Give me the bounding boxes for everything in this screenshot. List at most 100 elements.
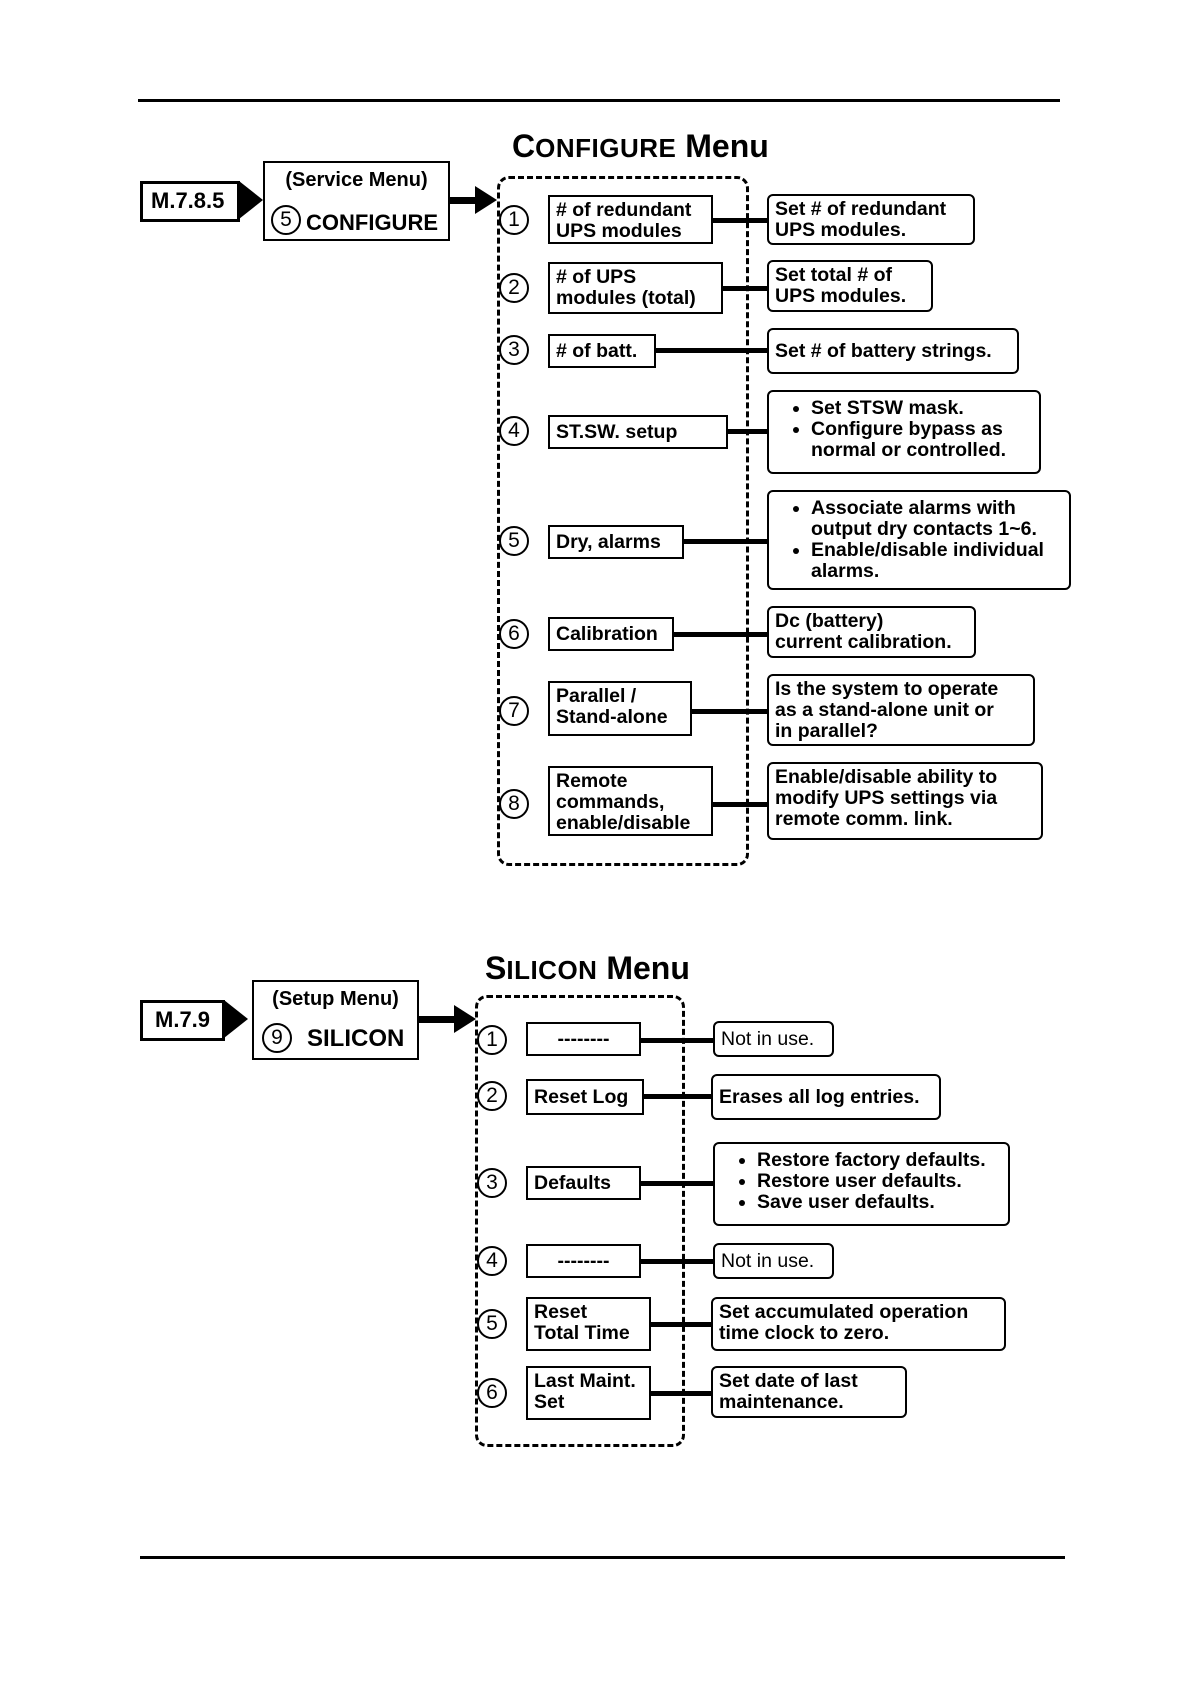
connector-line xyxy=(684,539,767,544)
silicon-options-group xyxy=(475,995,685,1447)
setup-menu-box: (Setup Menu) 9 SILICON xyxy=(252,980,419,1060)
option-description-box: Dc (battery)current calibration. xyxy=(767,606,976,658)
option-label-line: UPS modules xyxy=(556,220,682,242)
step-number-circle: 4 xyxy=(499,416,529,446)
option-label-line: Dry, alarms xyxy=(556,530,661,553)
menu-option-box[interactable]: -------- xyxy=(526,1244,641,1278)
description-bullet: Configure bypass as normal or controlled… xyxy=(811,419,1033,461)
silicon-label: SILICON xyxy=(307,1025,405,1052)
option-label-line: Remote xyxy=(556,770,628,792)
option-label-line: Defaults xyxy=(534,1171,611,1194)
description-bullet: Associate alarms with output dry contact… xyxy=(811,498,1063,540)
description-bullet: Set STSW mask. xyxy=(811,398,1033,419)
step-number-circle: 3 xyxy=(499,335,529,365)
arrow-right-icon xyxy=(450,197,480,204)
step-number-circle: 5 xyxy=(499,526,529,556)
option-description-box: Set # of battery strings. xyxy=(767,328,1019,374)
description-line: remote comm. link. xyxy=(775,808,953,830)
description-line: Set date of last xyxy=(719,1370,858,1392)
option-label-line: # of batt. xyxy=(556,339,638,362)
connector-line xyxy=(641,1038,713,1043)
configure-menu-tag: M.7.8.5 xyxy=(140,181,240,222)
description-line: Enable/disable ability to xyxy=(775,766,998,788)
option-label-line: Calibration xyxy=(556,622,658,645)
description-line: UPS modules. xyxy=(775,285,907,307)
option-label-line: commands, xyxy=(556,791,665,813)
service-menu-box: (Service Menu) 5 CONFIGURE xyxy=(263,161,450,241)
step-number-circle: 2 xyxy=(477,1081,507,1111)
description-line: Set total # of xyxy=(775,264,893,286)
description-line: Erases all log entries. xyxy=(719,1085,920,1108)
option-label-line: Reset Log xyxy=(534,1085,629,1108)
description-line: modify UPS settings via xyxy=(775,787,998,809)
description-line: time clock to zero. xyxy=(719,1322,890,1344)
connector-line xyxy=(644,1094,711,1099)
step-number-circle: 4 xyxy=(477,1246,507,1276)
step-number-circle: 9 xyxy=(262,1023,292,1053)
description-bullet-list: Set STSW mask.Configure bypass as normal… xyxy=(775,398,1033,461)
footer-rule xyxy=(140,1556,1065,1559)
description-line: Not in use. xyxy=(721,1249,815,1272)
menu-option-box[interactable]: Calibration xyxy=(548,617,674,651)
description-line: Set accumulated operation xyxy=(719,1301,969,1323)
option-description-box: Set STSW mask.Configure bypass as normal… xyxy=(767,390,1041,474)
option-description-box: Associate alarms with output dry contact… xyxy=(767,490,1071,590)
connector-line xyxy=(692,709,767,714)
option-label-line: # of redundant xyxy=(556,199,692,221)
configure-options-group xyxy=(497,176,749,866)
option-label-line: -------- xyxy=(557,1249,610,1272)
option-description-box: Not in use. xyxy=(713,1243,834,1279)
menu-option-box[interactable]: -------- xyxy=(526,1022,641,1056)
option-label-line: Total Time xyxy=(534,1322,630,1344)
step-number-circle: 8 xyxy=(499,789,529,819)
option-description-box: Restore factory defaults.Restore user de… xyxy=(713,1142,1010,1226)
description-line: UPS modules. xyxy=(775,219,907,241)
description-bullet: Enable/disable individual alarms. xyxy=(811,540,1063,582)
step-number-circle: 5 xyxy=(271,205,301,235)
connector-line xyxy=(723,286,767,291)
arrow-head-icon xyxy=(475,186,497,214)
step-number-circle: 6 xyxy=(477,1378,507,1408)
option-label-line: # of UPS xyxy=(556,266,637,288)
menu-option-box[interactable]: Dry, alarms xyxy=(548,525,684,559)
option-label-line: ST.SW. setup xyxy=(556,420,678,443)
menu-option-box[interactable]: ST.SW. setup xyxy=(548,415,728,449)
description-line: Dc (battery) xyxy=(775,610,884,632)
description-line: maintenance. xyxy=(719,1391,844,1413)
option-label-line: Reset xyxy=(534,1301,588,1323)
arrow-right-icon xyxy=(419,1016,459,1023)
menu-option-box[interactable]: Reset Log xyxy=(526,1079,644,1115)
option-label-line: -------- xyxy=(557,1027,610,1050)
description-line: current calibration. xyxy=(775,631,952,653)
description-line: Not in use. xyxy=(721,1027,815,1050)
option-label-line: enable/disable xyxy=(556,812,691,834)
connector-line xyxy=(713,802,767,807)
option-description-box: Not in use. xyxy=(713,1021,834,1057)
connector-line xyxy=(728,429,767,434)
silicon-menu-title: SILICON Menu xyxy=(485,950,690,986)
option-label-line: Last Maint. xyxy=(534,1370,636,1392)
connector-line xyxy=(713,218,767,223)
menu-option-box[interactable]: Last Maint.Set xyxy=(526,1366,651,1420)
description-bullet: Restore user defaults. xyxy=(757,1171,1002,1192)
connector-line xyxy=(656,348,767,353)
step-number-circle: 1 xyxy=(499,205,529,235)
option-label-line: Parallel / xyxy=(556,685,637,707)
header-rule xyxy=(138,99,1060,102)
arrow-head-icon xyxy=(454,1005,476,1033)
description-line: as a stand-alone unit or xyxy=(775,699,994,721)
menu-option-box[interactable]: Defaults xyxy=(526,1166,641,1200)
menu-option-box[interactable]: # of batt. xyxy=(548,334,656,368)
menu-option-box[interactable]: Parallel /Stand-alone xyxy=(548,681,692,736)
step-number-circle: 7 xyxy=(499,696,529,726)
connector-line xyxy=(641,1259,713,1264)
